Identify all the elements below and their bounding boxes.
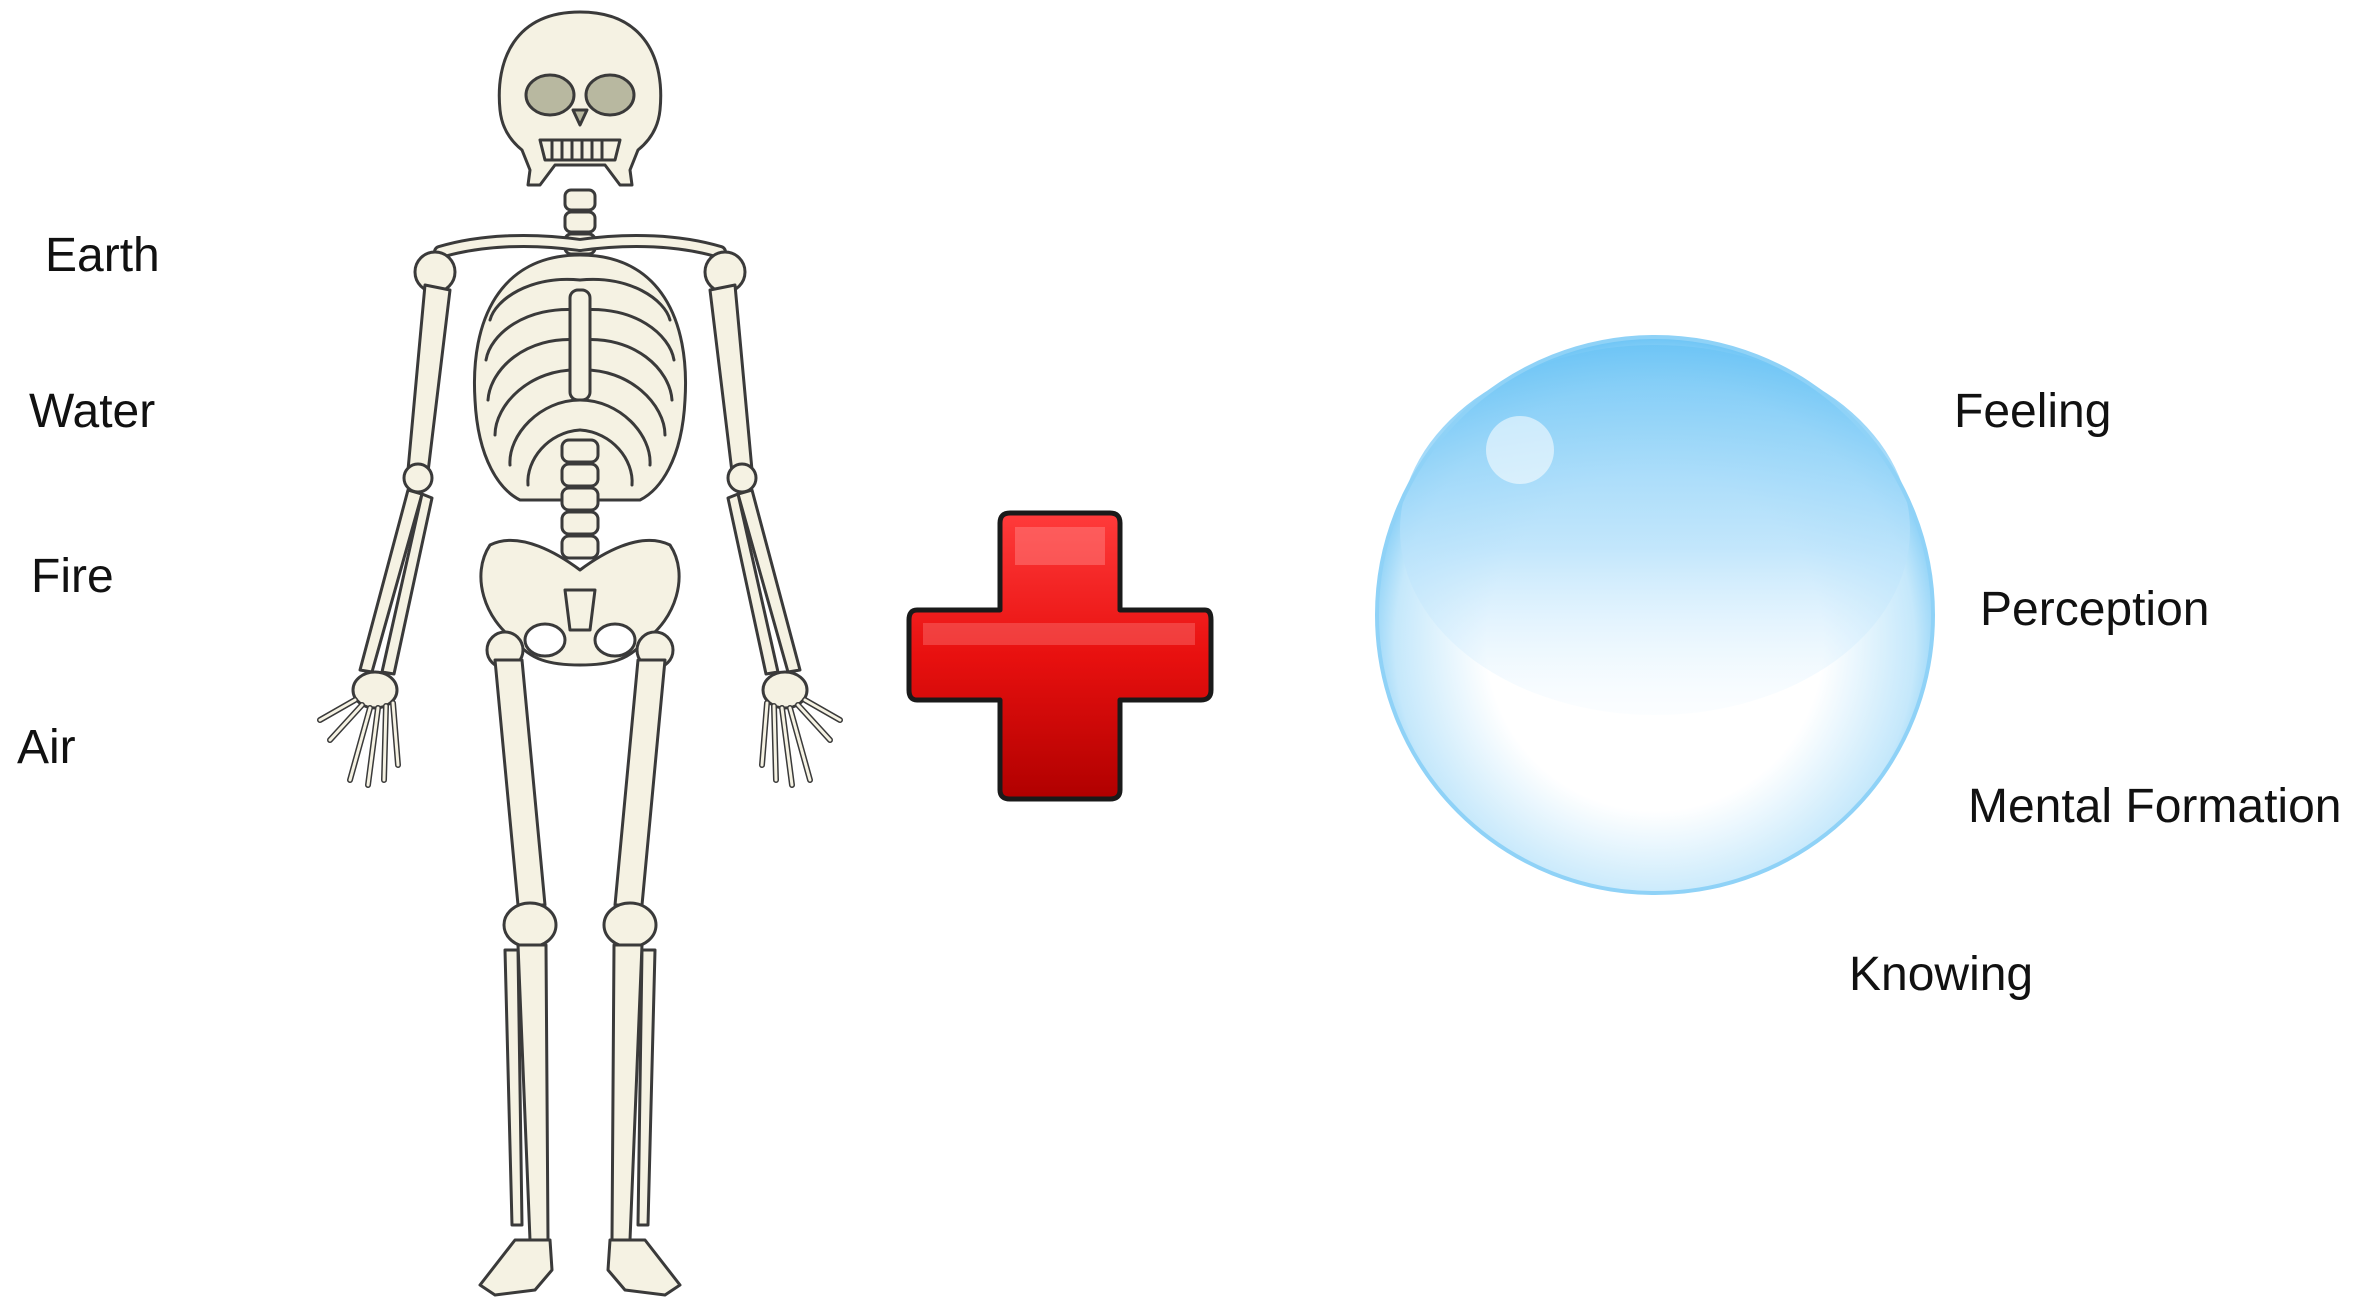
aggregate-label-knowing: Knowing [1849,951,2033,999]
aggregate-label-feeling: Feeling [1954,388,2111,436]
element-label-earth: Earth [45,232,160,280]
red-plus-icon [905,505,1215,805]
skeleton-icon [290,0,870,1311]
aggregate-label-perception: Perception [1980,586,2209,634]
element-label-fire: Fire [31,553,114,601]
element-label-air: Air [17,724,76,772]
aggregate-label-mental-formation: Mental Formation [1968,783,2341,831]
element-label-water: Water [29,388,155,436]
glass-sphere-icon [1370,330,1940,900]
